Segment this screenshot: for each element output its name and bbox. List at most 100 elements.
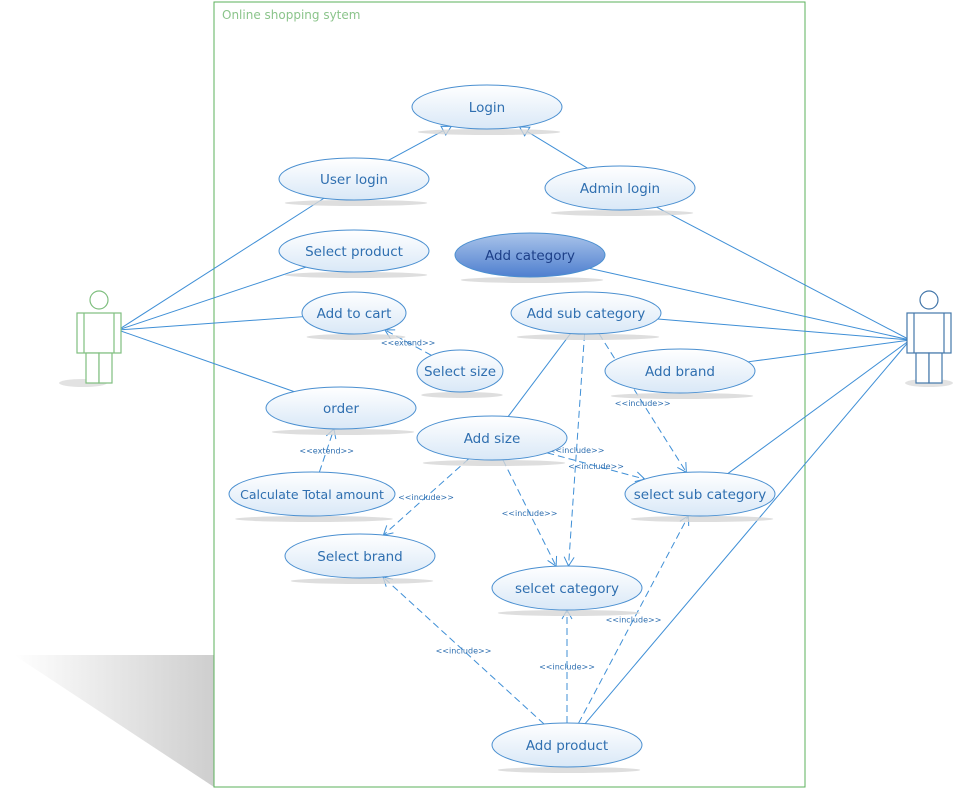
use-case-label-add-sub-category: Add sub category: [527, 306, 646, 322]
use-case-shape-add-brand: [604, 348, 756, 394]
association-line-add_sub_category-add_size: [507, 333, 571, 417]
use-case-shadow-select-product: [284, 272, 428, 278]
use-case-label-add-category: Add category: [485, 248, 575, 264]
actor-admin[interactable]: [905, 290, 953, 387]
use-case-calc-total[interactable]: Calculate Total amount: [228, 471, 396, 522]
include-label-add_product-select_sub_category: <<include>>: [606, 616, 662, 625]
system-boundary-shadow: [14, 655, 214, 787]
use-case-login[interactable]: Login: [411, 84, 563, 135]
include-line-add_product-select_brand: [382, 576, 545, 725]
admin-actor-icon: [906, 290, 952, 384]
association-line-admin-add_product: [584, 339, 911, 724]
use-case-admin-login[interactable]: Admin login: [544, 165, 696, 216]
use-case-shadow-login: [417, 129, 561, 135]
include-line-add_size-select_brand: [383, 458, 469, 536]
use-case-select-sub-category[interactable]: select sub category: [624, 471, 776, 522]
include-line-add_sub_category-select_category: [568, 333, 586, 567]
use-case-add-sub-category[interactable]: Add sub category: [510, 291, 662, 340]
include-label-add_size-select_sub_category: <<include>>: [568, 462, 624, 471]
association-line-user-select_product: [117, 266, 307, 331]
use-case-shape-calc-total: [228, 471, 396, 517]
include-line-add_sub_category-select_sub_category: [598, 333, 687, 473]
use-case-shape-login: [411, 84, 563, 130]
use-case-shadow-calc-total: [235, 516, 393, 522]
association-line-admin-admin_login: [656, 206, 911, 341]
use-case-shape-add-size: [416, 415, 568, 461]
include-line-add_size-select_sub_category: [547, 452, 645, 480]
use-case-add-category[interactable]: Add category: [454, 232, 606, 283]
use-case-shadow-add-to-cart: [306, 334, 406, 340]
use-case-shape-add-category: [454, 232, 606, 278]
use-case-shadow-admin-login: [550, 210, 694, 216]
use-case-label-select-brand: Select brand: [317, 549, 402, 565]
use-case-shape-select-product: [278, 229, 430, 273]
use-case-add-brand[interactable]: Add brand: [604, 348, 756, 399]
use-case-add-product[interactable]: Add product: [491, 722, 643, 773]
use-case-shape-add-to-cart: [301, 291, 407, 335]
use-case-label-order: order: [323, 401, 359, 417]
use-case-shadow-add-category: [460, 277, 604, 283]
use-case-select-size[interactable]: Select size: [416, 349, 504, 398]
include-label-add_sub_category-select_category: <<include>>: [549, 446, 605, 455]
system-boundary-title: Online shopping sytem: [222, 8, 361, 22]
relation-labels: <<extend>> <<extend>> <<include>> <<include…: [299, 339, 670, 672]
use-case-shadow-user-login: [284, 200, 428, 206]
include-arrow-add_sub_category-select_sub_category: [677, 462, 687, 474]
extend-label-calc_total-order: <<extend>>: [299, 446, 354, 455]
use-case-shape-select-category: [491, 565, 643, 611]
association-line-admin-add_category: [589, 267, 911, 341]
actor-user[interactable]: [59, 290, 122, 387]
use-case-shadow-select-category: [497, 610, 641, 616]
use-case-label-add-product: Add product: [526, 738, 608, 754]
use-case-user-login[interactable]: User login: [278, 157, 430, 206]
include-line-add_product-select_sub_category: [578, 515, 689, 724]
use-case-shape-order: [265, 386, 417, 430]
use-case-shape-select-size: [416, 349, 504, 393]
use-case-shadow-add-product: [497, 767, 641, 773]
use-case-label-calc-total: Calculate Total amount: [240, 487, 384, 502]
use-case-shape-user-login: [278, 157, 430, 201]
use-case-label-add-brand: Add brand: [645, 364, 715, 380]
use-case-shadow-select-brand: [290, 578, 434, 584]
use-case-select-category[interactable]: selcet category: [491, 565, 643, 616]
extend-line-calc_total-order: [318, 428, 335, 473]
use-case-label-add-size: Add size: [464, 431, 521, 447]
use-case-label-select-sub-category: select sub category: [634, 487, 767, 503]
use-case-shadow-select-sub-category: [630, 516, 774, 522]
extend-line-select_size-add_to_cart: [384, 329, 432, 356]
use-case-label-select-size: Select size: [424, 364, 496, 380]
system-boundary: [213, 1, 806, 788]
use-case-order[interactable]: order: [265, 386, 417, 435]
user-actor-icon: [76, 290, 122, 384]
association-line-admin-add_sub_category: [657, 318, 911, 341]
use-case-shadow-add-brand: [610, 393, 754, 399]
extend-label-select_size-add_to_cart: <<extend>>: [381, 339, 436, 348]
use-case-shape-select-brand: [284, 533, 436, 579]
use-case-label-login: Login: [469, 100, 505, 116]
association-line-user-add_to_cart: [117, 316, 303, 331]
include-label-add_sub_category-select_sub_category: <<include>>: [615, 399, 671, 408]
include-label-add_product-select_brand: <<include>>: [436, 647, 492, 656]
use-case-label-select-category: selcet category: [515, 581, 619, 597]
association-line-user-user_login: [117, 197, 325, 331]
use-case-select-brand[interactable]: Select brand: [284, 533, 436, 584]
association-line-admin-select_sub_category: [727, 339, 911, 474]
include-line-add_size-select_category: [502, 459, 557, 567]
use-case-add-size[interactable]: Add size: [416, 415, 568, 466]
association-line-user-order: [117, 329, 295, 393]
include-label-add_product-select_category: <<include>>: [539, 663, 595, 672]
use-case-label-user-login: User login: [320, 172, 388, 188]
use-case-label-admin-login: Admin login: [580, 181, 660, 197]
include-label-add_size-select_brand: <<include>>: [398, 493, 454, 502]
use-case-shape-admin-login: [544, 165, 696, 211]
include-label-add_size-select_category: <<include>>: [502, 509, 558, 518]
use-case-label-add-to-cart: Add to cart: [317, 306, 392, 322]
use-case-label-select-product: Select product: [305, 244, 403, 260]
relation-lines: [117, 125, 911, 725]
use-case-add-to-cart[interactable]: Add to cart: [301, 291, 407, 340]
use-case-select-product[interactable]: Select product: [278, 229, 430, 278]
association-line-admin-add_brand: [748, 339, 911, 363]
